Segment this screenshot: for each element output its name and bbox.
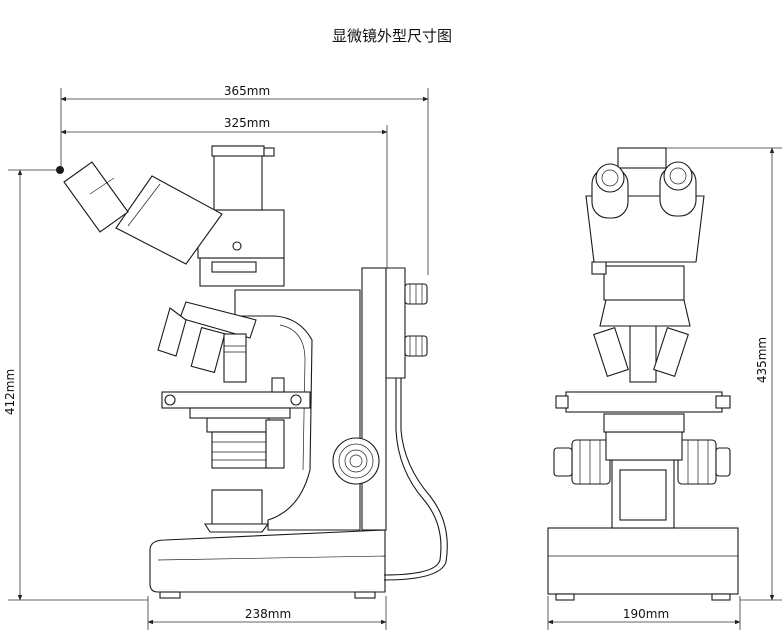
dim-label-435: 435mm [755,337,769,383]
drawing-title: 显微镜外型尺寸图 [332,27,452,45]
side-view: 365mm 325mm 412mm 238mm [3,84,448,630]
dim-label-190: 190mm [623,607,669,621]
dim-435: 435mm [664,147,782,601]
dim-label-238: 238mm [245,607,291,621]
dim-238: 238mm [147,596,387,630]
dim-label-325: 325mm [224,116,270,130]
dim-label-412: 412mm [3,369,17,415]
dim-412: 412mm [3,166,148,601]
dim-label-365: 365mm [224,84,270,98]
dim-190: 190mm [547,596,741,630]
front-view: 435mm 190mm [547,147,782,630]
dim-365: 365mm [60,84,429,275]
dim-325: 325mm [60,116,388,268]
